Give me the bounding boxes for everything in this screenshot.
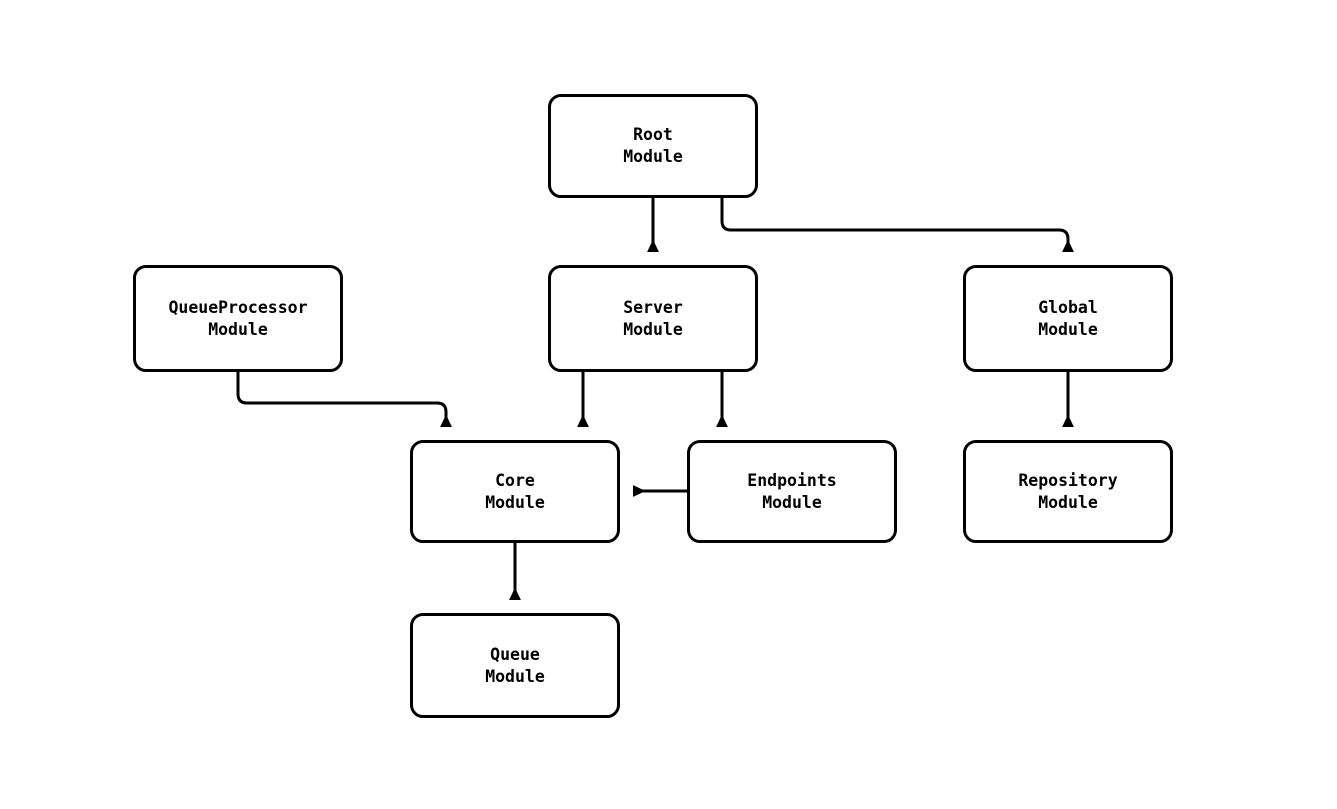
node-root[interactable]: Root Module: [548, 94, 758, 198]
edge-queueprocessor-to-core: [236, 372, 452, 427]
node-core-label: Core Module: [485, 470, 545, 512]
node-server[interactable]: Server Module: [548, 265, 758, 372]
node-endpoints[interactable]: Endpoints Module: [687, 440, 897, 543]
node-global-label: Global Module: [1038, 297, 1098, 339]
node-server-label: Server Module: [623, 297, 683, 339]
node-repository-label: Repository Module: [1018, 470, 1118, 512]
node-core[interactable]: Core Module: [410, 440, 620, 543]
node-root-label: Root Module: [623, 125, 683, 166]
node-queue-label: Queue Module: [485, 644, 545, 686]
node-queue[interactable]: Queue Module: [410, 613, 620, 718]
node-global[interactable]: Global Module: [963, 265, 1173, 372]
edge-root-to-global: [720, 198, 1074, 252]
node-queueprocessor[interactable]: QueueProcessor Module: [133, 265, 343, 372]
node-repository[interactable]: Repository Module: [963, 440, 1173, 543]
node-queueprocessor-label: QueueProcessor Module: [168, 297, 308, 339]
node-endpoints-label: Endpoints Module: [747, 470, 837, 512]
